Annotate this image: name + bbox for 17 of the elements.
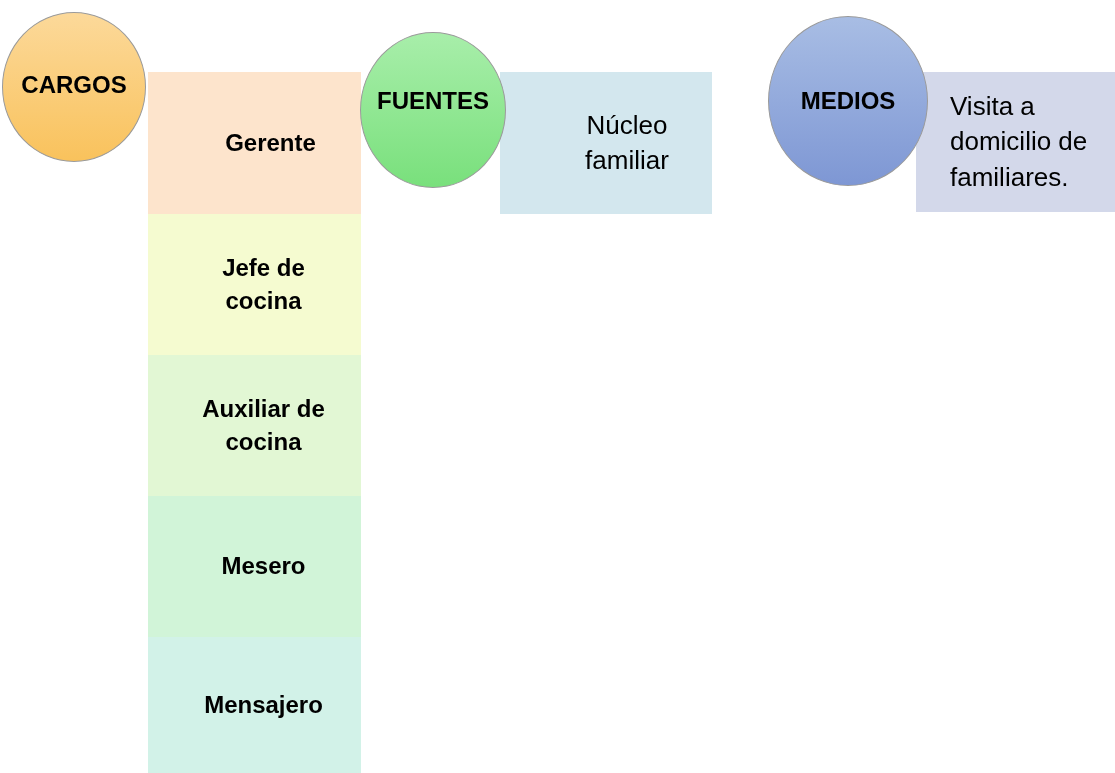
list-item-text: Visita a domicilio de familiares.	[950, 90, 1089, 194]
list-item-text: Núcleo familiar	[584, 108, 670, 177]
list-item-text: Auxiliar de cocina	[201, 394, 326, 457]
list-box	[148, 496, 361, 637]
list-item-text: Jefe de cocina	[221, 253, 306, 316]
category-title: FUENTES	[377, 86, 489, 116]
list-box	[148, 355, 361, 496]
list-box	[916, 72, 1115, 212]
list-item-text: Mesero	[221, 551, 306, 582]
list-box	[148, 72, 361, 214]
list-item-text: Mensajero	[204, 689, 323, 720]
list-item-text: Gerente	[225, 127, 316, 158]
list-box	[148, 214, 361, 355]
list-box	[500, 72, 712, 214]
category-title: MEDIOS	[800, 86, 896, 116]
list-box	[148, 637, 361, 773]
category-title: CARGOS	[21, 70, 127, 100]
